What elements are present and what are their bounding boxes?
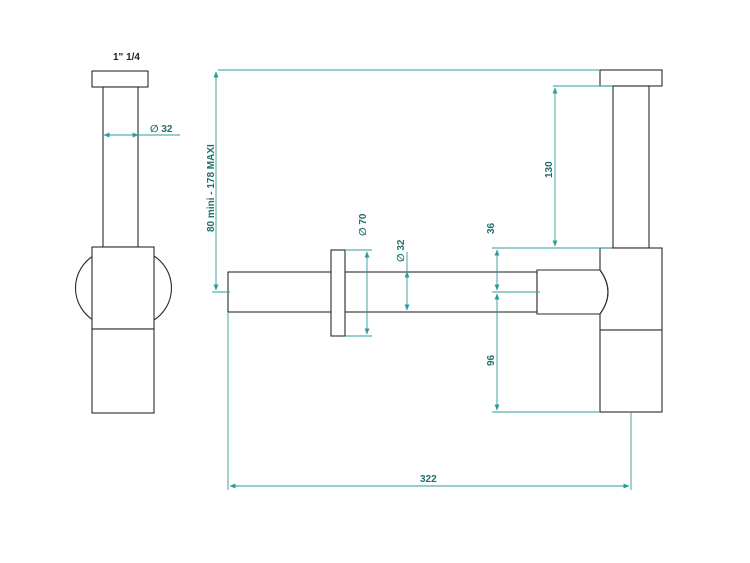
front-cap: [599, 69, 663, 87]
thread-size-label: 1" 1/4: [113, 52, 140, 63]
side-view-body-upper: [91, 246, 155, 330]
side-view-cap: [91, 70, 149, 88]
side-dia-label: ∅ 32: [150, 124, 173, 135]
dim-96-label: 96: [486, 354, 497, 366]
trap-body-lower: [599, 329, 663, 413]
trap-body-upper: [599, 247, 663, 331]
side-view: [75, 70, 180, 414]
coupling-nut: [536, 269, 609, 315]
dim-height-range: [212, 69, 600, 293]
front-riser: [612, 85, 650, 249]
side-view-body-lower: [91, 328, 155, 414]
dim-36-label: 36: [486, 222, 497, 234]
coupling-curve: [599, 269, 609, 315]
side-view-tube: [102, 86, 139, 248]
height-range-label: 80 mini - 178 MAXI: [206, 144, 217, 232]
dim-130: [552, 85, 613, 247]
side-view-bulge-left: [75, 255, 94, 321]
side-view-bulge-right: [153, 255, 172, 321]
pipe-left-end: [227, 271, 335, 313]
front-view: [227, 69, 663, 413]
pipe-dia-label: ∅ 32: [396, 239, 407, 262]
dim-96: [492, 293, 600, 413]
wall-flange: [330, 249, 346, 337]
dim-322: [227, 312, 632, 490]
dim-322-label: 322: [420, 474, 437, 485]
dim-36: [492, 247, 612, 293]
dim-flange-dia: [345, 249, 372, 337]
dim-130-label: 130: [544, 161, 555, 178]
flange-dia-label: ∅ 70: [358, 213, 369, 236]
